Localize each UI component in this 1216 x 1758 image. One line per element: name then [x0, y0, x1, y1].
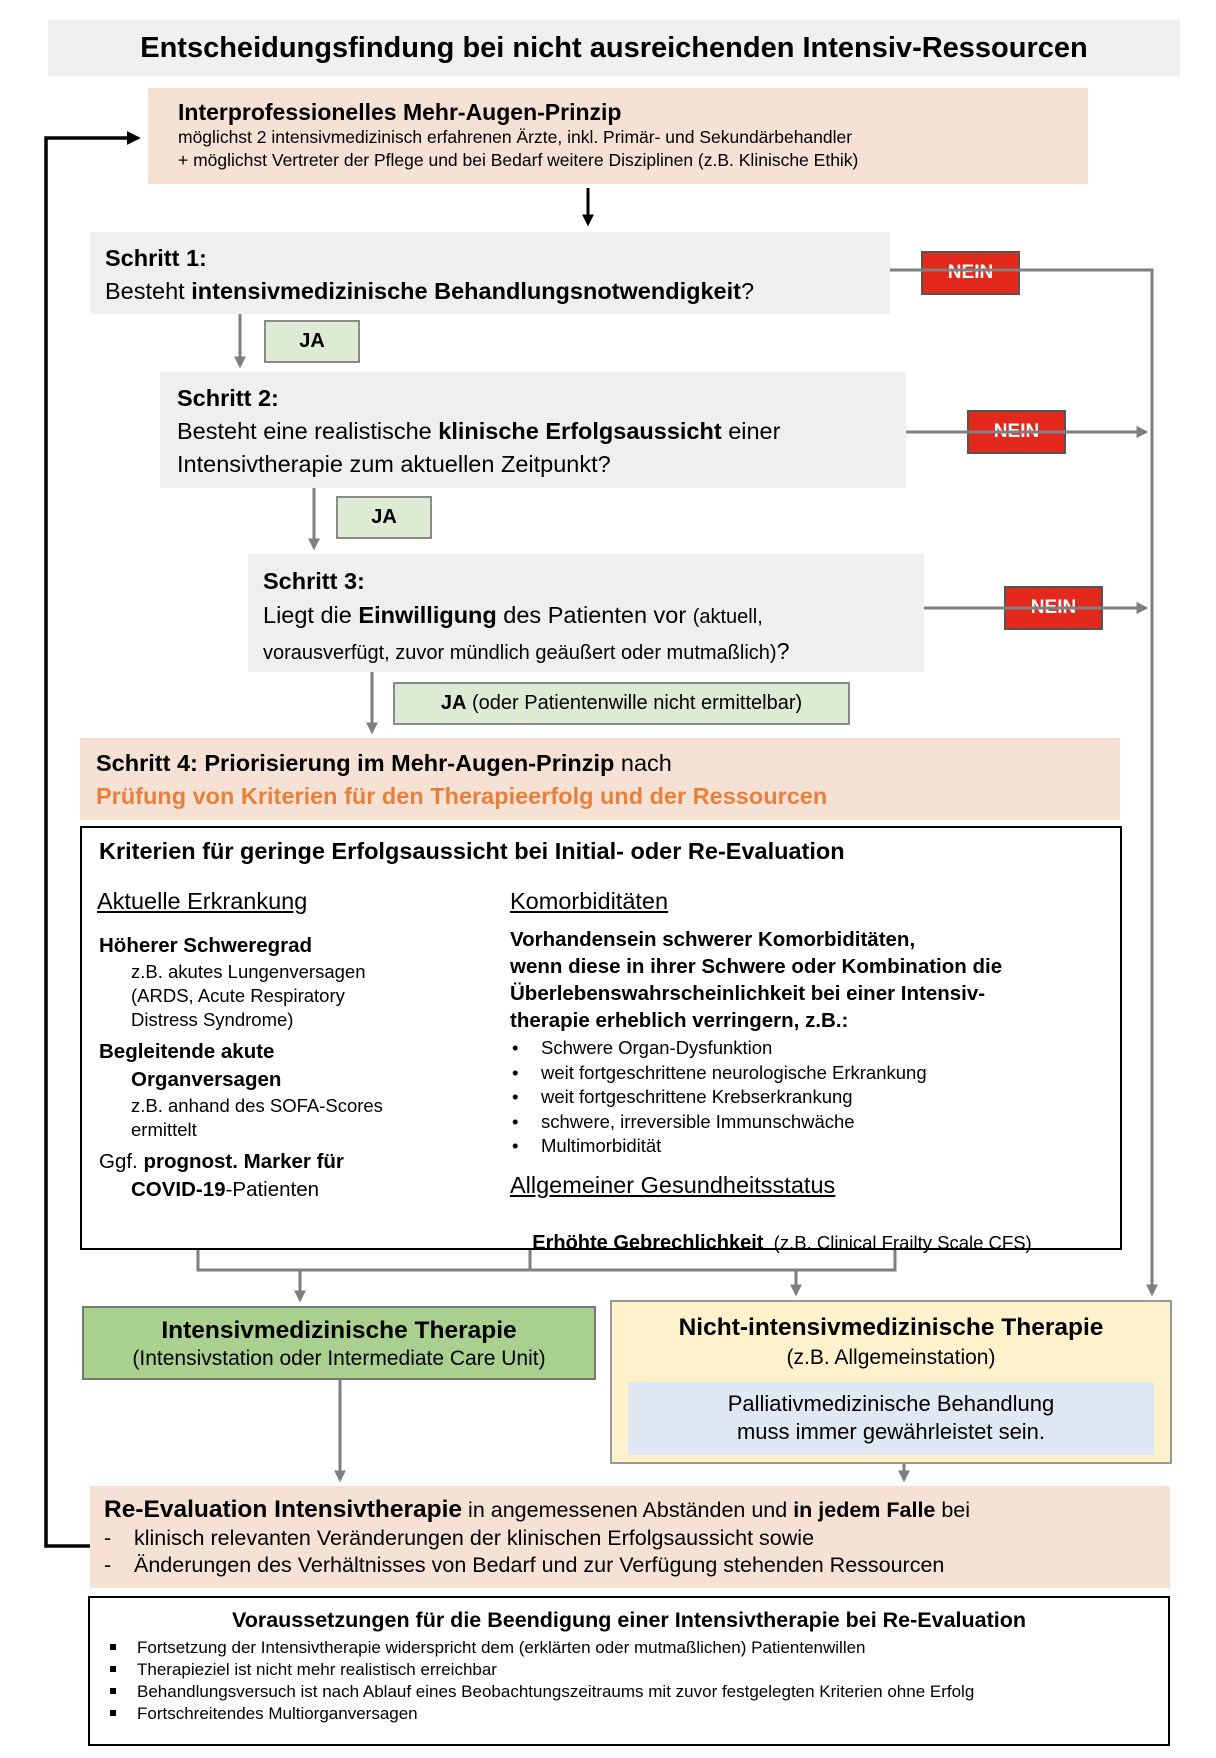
comorbidity-text: Vorhandensein schwerer Komorbiditäten, w… — [510, 928, 1003, 1032]
step1-question: Besteht intensivmedizinische Behandlungs… — [105, 278, 755, 304]
icu-therapy-box: Intensivmedizinische Therapie (Intensivs… — [82, 1306, 596, 1380]
principle-line1: möglichst 2 intensivmedizinisch erfahren… — [178, 127, 853, 147]
termination-box: Voraussetzungen für die Beendigung einer… — [88, 1596, 1170, 1746]
list-item: Multimorbidität — [510, 1134, 1100, 1159]
non-icu-therapy-sub: (z.B. Allgemeinstation) — [786, 1346, 996, 1369]
step2-no-tag: NEIN — [967, 410, 1066, 454]
icu-therapy-title: Intensivmedizinische Therapie — [161, 1317, 517, 1344]
step3-label: Schritt 3: — [263, 568, 365, 594]
comorbidity-list: Schwere Organ-Dysfunktion weit fortgesch… — [510, 1036, 1100, 1159]
list-item: Behandlungsversuch ist nach Ablauf eines… — [90, 1681, 1168, 1703]
step4-subheading: Prüfung von Kriterien für den Therapieer… — [96, 783, 828, 809]
termination-heading: Voraussetzungen für die Beendigung einer… — [231, 1608, 1027, 1632]
step2-box: Schritt 2: Besteht eine realistische kli… — [160, 372, 906, 488]
frailty-line: Erhöhte Gebrechlichkeit (z.B. Clinical F… — [532, 1232, 1032, 1254]
palliative-box: Palliativmedizinische Behandlung muss im… — [628, 1382, 1154, 1455]
criteria-left-heading: Aktuelle Erkrankung — [97, 888, 308, 914]
principle-box: Interprofessionelles Mehr-Augen-Prinzip … — [148, 88, 1088, 184]
health-heading: Allgemeiner Gesundheitsstatus — [510, 1172, 836, 1198]
non-icu-therapy-box: Nicht-intensivmedizinische Therapie (z.B… — [610, 1300, 1172, 1464]
title-text: Entscheidungsfindung bei nicht ausreiche… — [140, 31, 1088, 64]
covid-line: COVID-19-Patienten — [131, 1178, 320, 1201]
organ-heading: Begleitende akute Organversagen — [99, 1040, 282, 1091]
step1-no-tag: NEIN — [921, 251, 1020, 295]
criteria-heading: Kriterien für geringe Erfolgsaussicht be… — [99, 838, 845, 864]
reevaluation-list: klinisch relevanten Veränderungen der kl… — [104, 1525, 1170, 1580]
palliative-line2: muss immer gewährleistet sein. — [736, 1419, 1046, 1444]
step3-question-line2: vorausverfügt, zuvor mündlich geäußert o… — [263, 638, 790, 664]
list-item: weit fortgeschrittene Krebserkrankung — [510, 1085, 1100, 1110]
step2-label: Schritt 2: — [177, 385, 279, 411]
step2-yes-tag: JA — [336, 496, 432, 539]
step3-yes-tag: JA (oder Patientenwille nicht ermittelba… — [393, 682, 850, 725]
severity-detail: z.B. akutes Lungenversagen (ARDS, Acute … — [131, 961, 366, 1030]
list-item: klinisch relevanten Veränderungen der kl… — [104, 1525, 1170, 1553]
step1-yes-tag: JA — [264, 320, 360, 363]
step4-heading: Schritt 4: Priorisierung im Mehr-Augen-P… — [96, 750, 672, 776]
step3-question: Liegt die Einwilligung des Patienten vor… — [263, 602, 763, 628]
list-item: weit fortgeschrittene neurologische Erkr… — [510, 1061, 1100, 1086]
list-item: Therapieziel ist nicht mehr realistisch … — [90, 1659, 1168, 1681]
list-item: schwere, irreversible Immunschwäche — [510, 1110, 1100, 1135]
step1-label: Schritt 1: — [105, 245, 207, 271]
non-icu-therapy-title: Nicht-intensivmedizinische Therapie — [678, 1314, 1104, 1341]
reevaluation-box: Re-Evaluation Intensivtherapie in angeme… — [90, 1486, 1170, 1588]
step3-box: Schritt 3: Liegt die Einwilligung des Pa… — [248, 554, 924, 672]
page-title: Entscheidungsfindung bei nicht ausreiche… — [48, 20, 1180, 76]
palliative-line1: Palliativmedizinische Behandlung — [727, 1391, 1055, 1416]
list-item: Schwere Organ-Dysfunktion — [510, 1036, 1100, 1061]
list-item: Fortsetzung der Intensivtherapie widersp… — [90, 1637, 1168, 1659]
criteria-box: Kriterien für geringe Erfolgsaussicht be… — [80, 826, 1122, 1254]
icu-therapy-sub: (Intensivstation oder Intermediate Care … — [132, 1347, 546, 1370]
step2-question-line2: Intensivtherapie zum aktuellen Zeitpunkt… — [177, 451, 611, 477]
list-item: Änderungen des Verhältnisses von Bedarf … — [104, 1552, 1170, 1580]
reevaluation-heading: Re-Evaluation Intensivtherapie in angeme… — [104, 1496, 971, 1523]
principle-line2: + möglichst Vertreter der Pflege und bei… — [178, 150, 859, 170]
principle-heading: Interprofessionelles Mehr-Augen-Prinzip — [178, 99, 622, 125]
severity-heading: Höherer Schweregrad — [99, 934, 313, 957]
step1-box: Schritt 1: Besteht intensivmedizinische … — [90, 232, 890, 314]
step3-no-tag: NEIN — [1004, 586, 1103, 630]
termination-list: Fortsetzung der Intensivtherapie widersp… — [90, 1637, 1168, 1725]
criteria-left-column: Höherer Schweregrad z.B. akutes Lungenve… — [99, 932, 479, 1204]
list-item: Fortschreitendes Multiorganversagen — [90, 1703, 1168, 1725]
step2-question: Besteht eine realistische klinische Erfo… — [177, 418, 781, 444]
step4-box: Schritt 4: Priorisierung im Mehr-Augen-P… — [80, 738, 1120, 820]
marker-line: Ggf. prognost. Marker für — [99, 1150, 344, 1173]
criteria-right-heading: Komorbiditäten — [510, 888, 669, 914]
organ-detail: z.B. anhand des SOFA-Scores ermittelt — [131, 1095, 383, 1140]
